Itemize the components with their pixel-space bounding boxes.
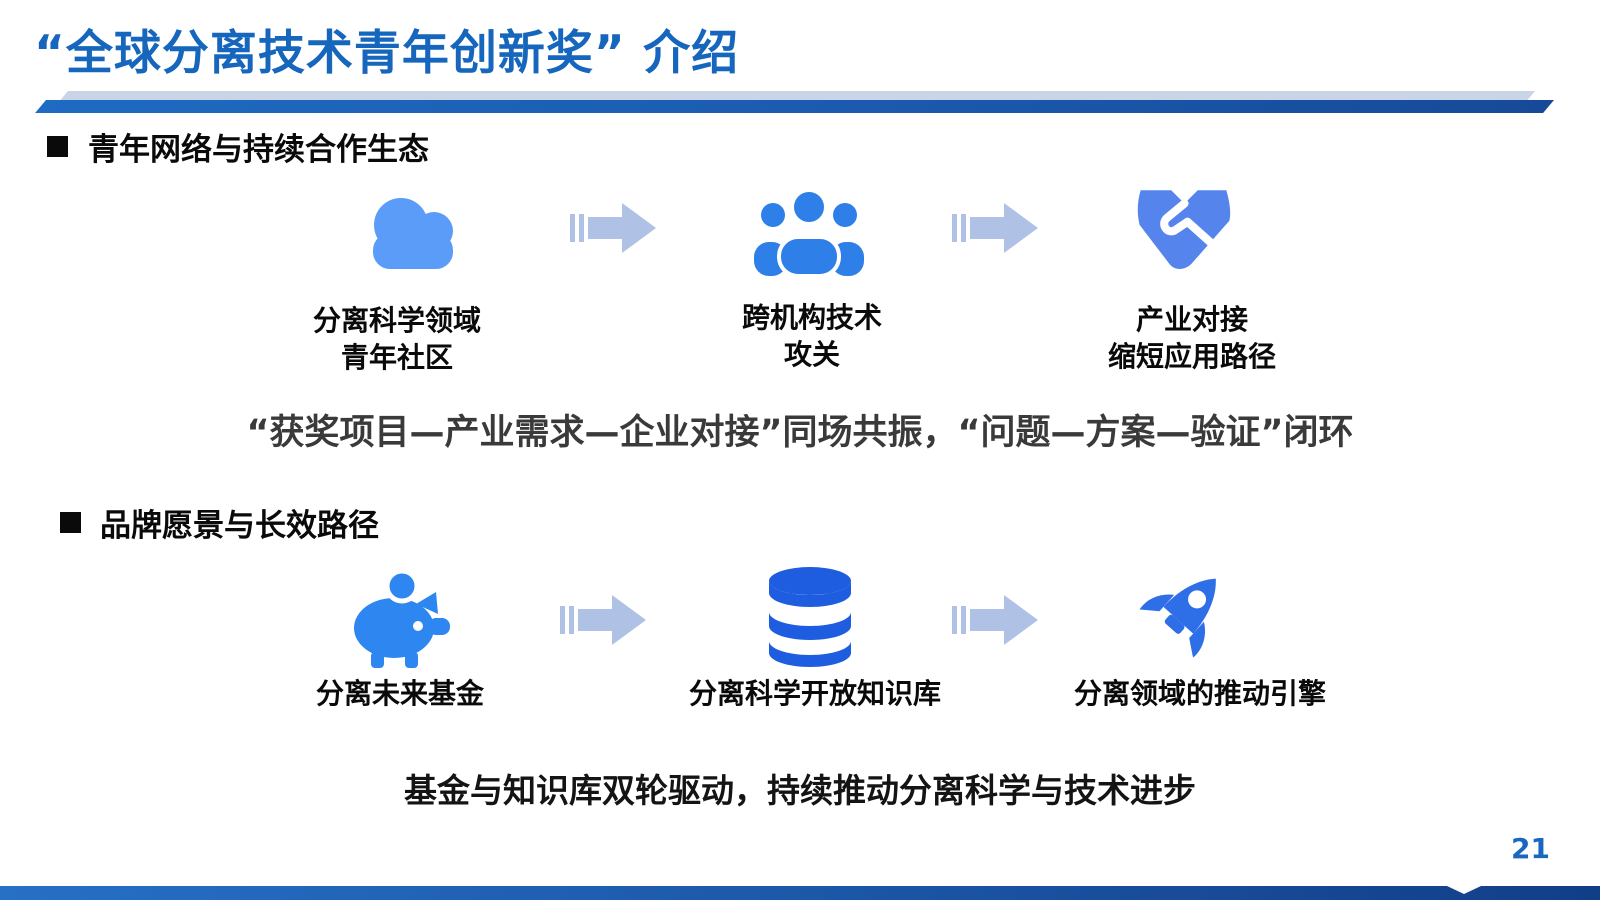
arrow-right-icon — [568, 197, 658, 259]
step-label-line: 分离领域的推动引擎 — [1073, 677, 1327, 710]
footer-bar — [0, 886, 1600, 900]
step-label-line: 跨机构技术 — [741, 301, 883, 334]
step-label-line: 分离科学领域 — [312, 304, 482, 337]
step-label-cross-institution: 跨机构技术 攻关 — [742, 300, 882, 374]
arrow-right-icon — [950, 589, 1040, 651]
piggy-bank-icon — [344, 566, 456, 670]
cloud-icon — [357, 181, 469, 281]
rocket-icon — [1130, 560, 1236, 670]
step-label-line: 青年社区 — [340, 340, 454, 374]
page-title: “全球分离技术青年创新奖” 介绍 — [34, 26, 740, 81]
title-underline-shadow — [60, 91, 1535, 100]
step-label-youth-community: 分离科学领域 青年社区 — [313, 303, 481, 377]
section1-heading: 青年网络与持续合作生态 — [88, 132, 429, 168]
step-label-future-fund: 分离未来基金 — [316, 676, 484, 713]
step-label-line: 分离未来基金 — [315, 677, 485, 710]
step-label-driving-engine: 分离领域的推动引擎 — [1074, 676, 1326, 713]
section2-bullet-icon — [60, 512, 81, 533]
step-label-industry-docking: 产业对接 缩短应用路径 — [1108, 302, 1276, 376]
page-number: 21 — [1511, 832, 1550, 865]
section1-summary: “获奖项目—产业需求—企业对接”同场共振，“问题—方案—验证”闭环 — [246, 413, 1354, 453]
step-label-line: 缩短应用路径 — [1107, 339, 1277, 373]
step-label-open-knowledge-base: 分离科学开放知识库 — [689, 676, 941, 713]
section2-heading: 品牌愿景与长效路径 — [100, 508, 379, 544]
people-icon — [750, 182, 868, 282]
handshake-icon — [1126, 180, 1244, 282]
step-label-line: 产业对接 — [1135, 303, 1249, 336]
title-underline — [35, 100, 1555, 113]
step-label-line: 分离科学开放知识库 — [688, 677, 942, 710]
database-icon — [764, 564, 856, 669]
section1-bullet-icon — [47, 136, 68, 157]
step-label-line: 攻关 — [783, 337, 841, 371]
arrow-right-icon — [950, 197, 1040, 259]
arrow-right-icon — [558, 589, 648, 651]
section2-summary: 基金与知识库双轮驱动，持续推动分离科学与技术进步 — [404, 771, 1196, 810]
footer-notch — [1447, 886, 1481, 894]
